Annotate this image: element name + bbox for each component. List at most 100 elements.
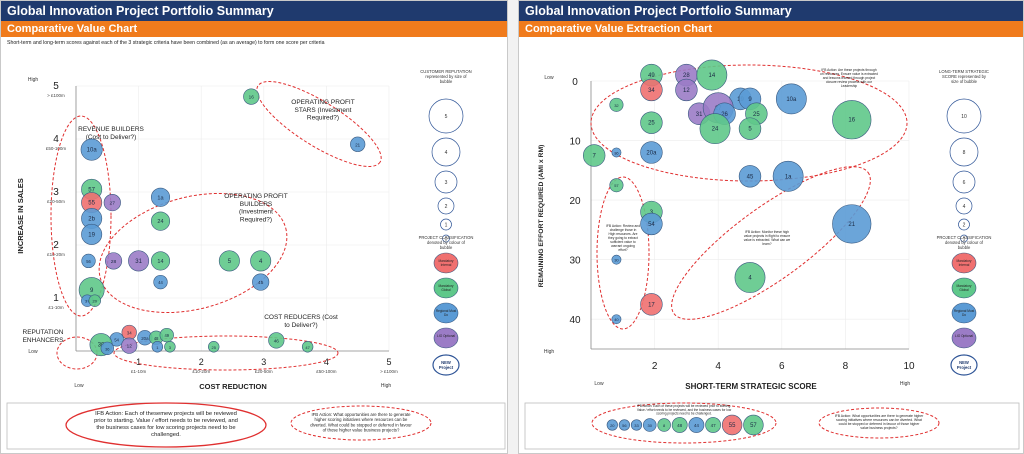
bubble-24 [699, 113, 731, 145]
bubble-28-label: 28 [111, 259, 117, 265]
footer-bubble-44 [688, 417, 705, 433]
p1-class-legend-swatch [433, 252, 459, 274]
bubble-19-label: 19 [88, 232, 95, 238]
panel2-footer-right-text: IFB Action: What opportunities are there… [835, 414, 924, 430]
p2-size-legend-circle [949, 137, 979, 167]
stars-ellipse [256, 81, 382, 167]
bubble-48-label: 48 [154, 336, 159, 341]
y-tick-sublabel: > £100m [47, 93, 65, 98]
y-tick-sublabel: £1-10m [48, 305, 64, 310]
x-tick-label: 2 [652, 361, 658, 372]
bubble-7-label: 7 [593, 153, 597, 159]
left-ellipse [596, 176, 650, 330]
bubble-24-label: 24 [157, 219, 163, 225]
footer-bubble-30 [643, 418, 657, 432]
bubble-28 [104, 252, 123, 270]
p1-class-legend-swatch [433, 327, 459, 349]
bubble-4-label: 4 [259, 259, 263, 265]
bubble-9-label: 9 [90, 288, 94, 294]
footer-bubble-55 [721, 414, 743, 436]
x-tick-label: 4 [715, 361, 721, 372]
x-tick-sublabel: £1-10m [131, 369, 147, 374]
bubble-31 [128, 250, 150, 272]
bubble-14-label: 14 [708, 73, 715, 79]
bubble-57-label: 57 [614, 183, 619, 188]
panel2-subtitle: Comparative Value Extraction Chart [519, 21, 1023, 37]
bubble-2b-label: 2b [88, 217, 95, 223]
bubble-5-label: 5 [228, 259, 232, 265]
p1-size-legend-label: 4 [445, 150, 448, 156]
x-axis-title: SHORT-TERM STRATEGIC SCORE [685, 382, 817, 391]
bubble-44 [153, 274, 168, 290]
bubble-54 [640, 212, 663, 236]
bubble-1a-label: 1a [157, 195, 164, 201]
bubble-30-label: 30 [614, 258, 619, 263]
bubble-24 [150, 211, 171, 231]
y-tick-sublabel: £10-20m [47, 252, 65, 257]
bubble-45-label: 45 [747, 174, 754, 180]
p2-size-legend-label: 2 [963, 223, 966, 229]
bubble-49 [159, 327, 174, 343]
y-high-label: High [544, 349, 555, 355]
bubble-4 [734, 262, 766, 293]
bubble-36 [100, 341, 114, 356]
bubble-45 [738, 165, 762, 188]
footer-bubble-48 [671, 417, 688, 433]
bubble-1a-label: 1a [785, 174, 792, 180]
bubble-25-label: 25 [648, 121, 655, 127]
mid-ellipse [671, 166, 871, 320]
bubble-40-label: 40 [614, 317, 619, 322]
p1-size-legend-label: 0 [445, 237, 448, 243]
bubble-10a-label: 10a [786, 97, 797, 103]
p2-size-legend-circle [960, 234, 968, 243]
bubble-56 [81, 253, 96, 269]
p2-size-legend-circle [952, 170, 976, 194]
x-tick-label: 1 [136, 357, 141, 367]
y-axis-title: REMAINING EFFORT REQUIRED (AMI x RM) [538, 145, 545, 288]
bubble-12-label: 12 [683, 88, 690, 94]
bubble-3 [164, 341, 176, 353]
bubble-25 [208, 341, 220, 353]
y-tick-label: 10 [569, 137, 581, 148]
p2-size-legend-circle [955, 197, 973, 215]
bubble-12-label: 12 [127, 344, 133, 349]
top-ellipse [590, 64, 908, 182]
x-tick-label: 3 [261, 357, 266, 367]
bubble-17 [640, 293, 663, 316]
y-tick-sublabel: £20-50m [47, 199, 65, 204]
footer-left-ellipse [591, 402, 777, 444]
y-tick-label: 20 [569, 196, 581, 207]
bubble-16-label: 16 [848, 118, 855, 124]
y-high-label: High [28, 77, 39, 83]
p2-size-legend-label: 8 [963, 150, 966, 156]
y-tick-label: 40 [569, 315, 581, 326]
footer-bubble-56 [618, 419, 630, 431]
y-tick-label: 30 [569, 256, 581, 267]
x-tick-label: 8 [843, 361, 849, 372]
bubble-1a [150, 187, 171, 207]
panel1-subtitle: Comparative Value Chart [1, 21, 507, 37]
panel2-title: Global Innovation Project Portfolio Summ… [519, 1, 1023, 21]
p2-size-legend-label: 10 [961, 114, 967, 120]
footer-bubble-57 [743, 414, 764, 436]
p1-size-legend-circle [437, 197, 455, 215]
footer-bubble-20-label: 20 [610, 423, 615, 428]
bubble-57 [609, 178, 624, 193]
bubble-31-label: 31 [135, 259, 142, 265]
bubble-10a [80, 138, 103, 161]
bubble-49-label: 49 [164, 333, 169, 338]
p2-size-legend-label: 4 [963, 204, 966, 210]
p2-size-legend-label: 6 [963, 180, 966, 186]
bubble-40 [611, 314, 622, 325]
bubble-36 [611, 147, 622, 158]
extraction-chart-panel: Global Innovation Project Portfolio Summ… [518, 0, 1024, 454]
bubble-32-label: 32 [614, 103, 619, 108]
